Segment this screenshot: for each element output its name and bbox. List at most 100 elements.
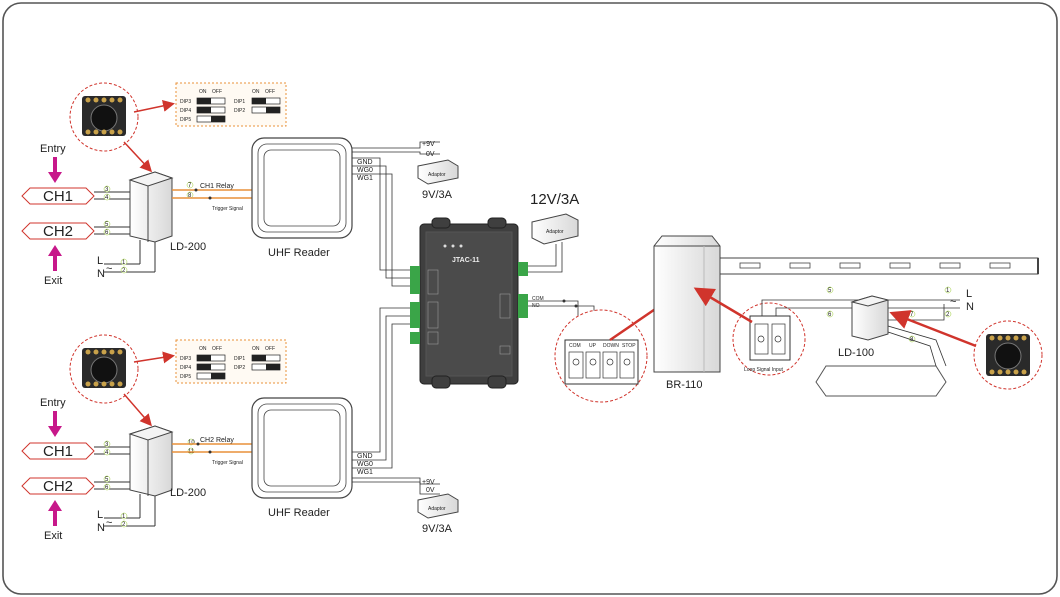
zero-v-label-2: 0V	[426, 487, 435, 494]
entry-label: Entry	[40, 143, 66, 155]
svg-text:8: 8	[188, 193, 192, 199]
uhf-reader-label: UHF Reader	[268, 247, 330, 259]
svg-text:3: 3	[105, 442, 109, 448]
barrier-cabinet	[653, 235, 721, 373]
wg0-label-2: WG0	[357, 461, 373, 468]
loop-n-label: N	[966, 301, 974, 313]
svg-text:7: 7	[188, 183, 192, 189]
svg-text:7: 7	[910, 312, 914, 318]
wg1-label-2: WG1	[357, 469, 373, 476]
wg0-label: WG0	[357, 167, 373, 174]
adapter-label-2: Adaptor	[428, 506, 446, 512]
ch1-label: CH1	[43, 188, 73, 205]
loop-ac-symbol: ~	[950, 296, 956, 308]
dip3-label: DIP3	[180, 99, 191, 105]
svg-text:5: 5	[105, 222, 109, 228]
dip-off-label-2: OFF	[265, 89, 275, 95]
controller-name: JTAC-11	[452, 257, 480, 264]
dip-on-label: ON	[199, 89, 207, 95]
dip4-label: DIP4	[180, 108, 191, 114]
wg1-label: WG1	[357, 175, 373, 182]
svg-text:2: 2	[122, 268, 126, 274]
adapter-12v-body	[531, 213, 579, 245]
dip-off-label-4: OFF	[265, 346, 275, 352]
jtac-controller: JTAC-11	[410, 217, 528, 389]
svg-text:3: 3	[105, 187, 109, 193]
svg-text:6: 6	[828, 312, 832, 318]
trigger-signal-label-2: Trigger Signal	[212, 460, 243, 466]
dip1-label: DIP1	[234, 99, 245, 105]
exit-arrow-icon-2	[48, 500, 62, 526]
uhf-reader-label-2: UHF Reader	[268, 507, 330, 519]
dip-off-label-3: OFF	[212, 346, 222, 352]
dip-on-label-2: ON	[252, 89, 260, 95]
svg-text:5: 5	[105, 477, 109, 483]
adapter-9v	[417, 159, 459, 185]
entry-arrow-icon	[48, 157, 62, 183]
plus9v-label: +9V	[422, 141, 435, 148]
n-label-2: N	[97, 522, 105, 534]
bottom-panel: ON OFF ON OFF DIP3 DIP4 DIP5 DIP1 DIP2 E…	[21, 307, 459, 542]
adapter-label: Adaptor	[428, 172, 446, 178]
dip2-label-2: DIP2	[234, 365, 245, 371]
ld-100-label: LD-100	[838, 347, 874, 359]
ac-symbol: ~	[106, 263, 112, 275]
barrier-terminal-zoom: COM UP DOWN STOP	[554, 309, 648, 403]
pin-numbers: 3 4 5 6 1 2 7 8	[103, 181, 194, 274]
svg-text:1: 1	[122, 514, 126, 520]
entry-arrow-icon-2	[48, 411, 62, 437]
dip-switch-box-2	[175, 339, 287, 384]
power-adapter-rating: 12V/3A	[530, 191, 579, 208]
gnd-label: GND	[357, 159, 373, 166]
gnd-label-2: GND	[357, 453, 373, 460]
terminal-blocks	[410, 262, 528, 344]
ch2-loop	[21, 222, 95, 240]
terminal-up: UP	[589, 343, 597, 349]
svg-text:4: 4	[105, 195, 109, 201]
power-adapter-12v: 12V/3A Adaptor	[528, 191, 579, 273]
ch2-loop-2	[21, 477, 95, 495]
ch1-loop-2	[21, 442, 95, 460]
dip5-label-2: DIP5	[180, 374, 191, 380]
dip-on-label-4: ON	[252, 346, 260, 352]
br-110-barrier: BR-110	[653, 235, 1039, 391]
top-panel: ON OFF ON OFF DIP3 DIP4 DIP5 DIP1 DIP2 E…	[21, 82, 459, 287]
svg-text:4: 4	[105, 450, 109, 456]
dip1-label-2: DIP1	[234, 356, 245, 362]
ch2-label-2: CH2	[43, 478, 73, 495]
dip4-label-2: DIP4	[180, 365, 191, 371]
dip2-label: DIP2	[234, 108, 245, 114]
loop-signal-input-zoom: Loop Signal Input	[732, 302, 806, 376]
barrier-name: BR-110	[666, 379, 702, 391]
n-label: N	[97, 268, 105, 280]
terminal-com: COM	[569, 343, 581, 349]
svg-text:6: 6	[105, 485, 109, 491]
ch2-relay-label: CH2 Relay	[200, 437, 234, 444]
ch1-loop	[21, 187, 95, 205]
com-label: COM	[532, 296, 544, 302]
loop-pin-numbers: 5 6 1 2 7 8	[826, 286, 952, 343]
pin-numbers-2: 3 4 5 6 1 2 10 11	[103, 438, 195, 528]
ld-200-label: LD-200	[170, 241, 206, 253]
entry-label-2: Entry	[40, 397, 66, 409]
loop-l-label: L	[966, 288, 972, 300]
terminal-down: DOWN	[603, 343, 619, 349]
dip-on-label-3: ON	[199, 346, 207, 352]
svg-text:6: 6	[105, 230, 109, 236]
ac-symbol-2: ~	[106, 517, 112, 529]
zero-v-label: 0V	[426, 151, 435, 158]
svg-text:2: 2	[946, 312, 950, 318]
svg-text:1: 1	[946, 288, 950, 294]
dip-switch-box	[175, 82, 287, 127]
ld-200-label-2: LD-200	[170, 487, 206, 499]
svg-text:5: 5	[828, 288, 832, 294]
svg-text:1: 1	[122, 260, 126, 266]
plus9v-label-2: +9V	[422, 479, 435, 486]
adapter-rating-2: 9V/3A	[422, 523, 453, 535]
svg-text:2: 2	[122, 522, 126, 528]
dip5-label: DIP5	[180, 117, 191, 123]
exit-arrow-icon	[48, 245, 62, 271]
